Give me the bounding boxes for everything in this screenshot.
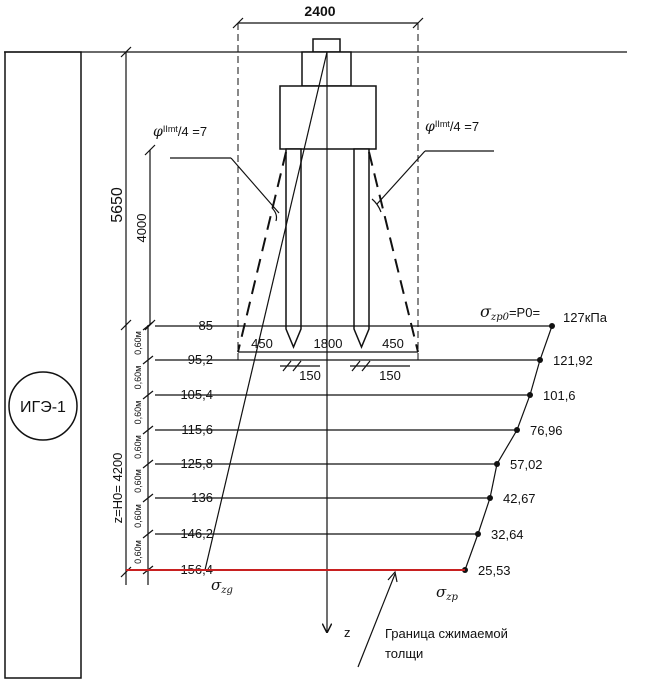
angle-right-phi: φ [425,119,435,135]
sigma-zp-sigma: σ [436,583,447,601]
sigma-zg-value: 115,6 [181,422,213,437]
sigma-zp0-label: σzp0=P0= [480,302,540,323]
sigma-zp-point [475,531,481,537]
sigma-zp-value: 25,53 [478,563,511,578]
sigma-zp-points [462,323,555,573]
top-dimension: 2400 [304,3,335,19]
sigma-zp0-eq: =P0= [509,305,540,320]
sigma-zp0-sigma: σ [480,302,492,321]
sigma-zp-point [494,461,500,467]
angle-leader-left-diag [230,157,280,214]
sigma-zg-value: 105,4 [180,387,213,402]
sigma-zp0-sub: zp0 [490,312,510,323]
boundary-leader-arrow [387,570,398,583]
sigma-zg-epure-line [204,51,328,571]
boundary-caption-line2: толщи [385,646,423,661]
boundary-caption-line1: Граница сжимаемой [385,626,508,641]
sigma-zg-value: 146,2 [180,526,213,541]
angle-label-left: φIImt/4 =7 [153,124,207,140]
sigma-zp0-value: 127кПа [563,310,608,325]
dim-pile-left: 150 [299,368,321,383]
layer-ticks [142,321,154,575]
sigma-zp-value: 121,92 [553,353,593,368]
pile-width-left-tick2 [292,360,302,372]
dim-between: 1800 [314,336,343,351]
pile-width-right-tick2 [361,360,371,372]
sigma-zp-point [537,357,543,363]
pile-left [285,148,302,349]
sigma-zg-sub: zg [220,585,233,596]
sigma-zp-labels: 121,92 101,6 76,96 57,02 42,67 32,64 25,53 [478,353,593,578]
layer-thickness: 0,60м [133,401,143,425]
layer-thickness: 0,60м [133,469,143,493]
sigma-zp-label: σzp [436,583,459,603]
sigma-zg-value: 136 [191,490,213,505]
sigma-zg-label: σzg [211,576,233,596]
sigma-zg-value: 85 [199,318,213,333]
angle-arc-left [271,207,278,222]
axis-label: z [344,625,351,640]
depth-label: 5650 [109,187,126,223]
sigma-zg-sigma: σ [211,576,222,594]
angle-left-sub: IImt [163,124,178,134]
sigma-zg-value: 95,2 [188,352,213,367]
sigma-zp-point [527,392,533,398]
sigma-zp-point [549,323,555,329]
sigma-zp-epure [464,325,553,571]
pile-length-tick-top [144,144,156,156]
layer-thickness: 0,60м [133,366,143,390]
angle-arc-right [371,198,382,213]
soil-label: ИГЭ-1 [20,399,66,416]
layer-tick [142,425,154,435]
sigma-zp-point [487,495,493,501]
pile-right [353,148,370,349]
sigma-zp-value: 76,96 [530,423,563,438]
angle-leader-right-diag [376,150,426,205]
h0-dim-tick-bottom [120,566,132,578]
sigma-zp-value: 32,64 [491,527,524,542]
angle-right-rest: /4 =7 [450,119,479,134]
sigma-zp-value: 42,67 [503,491,536,506]
spread-line-left [237,151,287,353]
h0-label: z=H0= 4200 [110,453,125,524]
pile-length-label: 4000 [134,214,149,243]
pile-width-left-tick1 [282,360,292,372]
sigma-zg-value: 125,8 [180,456,213,471]
layer-tick [142,321,154,331]
layer-thickness: 0,60м [133,435,143,459]
dim-left-offset: 450 [251,336,273,351]
depth-dim-tick-top [120,46,132,58]
angle-label-right: φIImt/4 =7 [425,119,479,135]
pile-cap [279,85,377,150]
layer-thickness: 0,60м [133,331,143,355]
layer-thickness-labels: 0,60м 0,60м 0,60м 0,60м 0,60м 0,60м 0,60м [133,331,143,564]
dim-right-offset: 450 [382,336,404,351]
soil-label-circle [8,371,78,441]
layer-tick [142,459,154,469]
angle-left-rest: /4 =7 [178,124,207,139]
sigma-zp-sub: zp [445,592,458,603]
sigma-zp-value: 101,6 [543,388,576,403]
pile-width-right-tick1 [351,360,361,372]
layer-tick [142,529,154,539]
layer-thickness: 0,60м [133,540,143,564]
angle-right-sub: IImt [435,119,450,129]
column-top [312,38,341,53]
soil-column [4,51,82,679]
spread-line-right [368,151,419,353]
layer-tick [142,493,154,503]
layer-tick [142,390,154,400]
sigma-zp-value: 57,02 [510,457,543,472]
angle-left-phi: φ [153,124,163,140]
layer-thickness: 0,60м [133,504,143,528]
dim-pile-right: 150 [379,368,401,383]
sigma-zp-point [514,427,520,433]
boundary-leader [357,573,396,668]
layer-tick [142,355,154,365]
